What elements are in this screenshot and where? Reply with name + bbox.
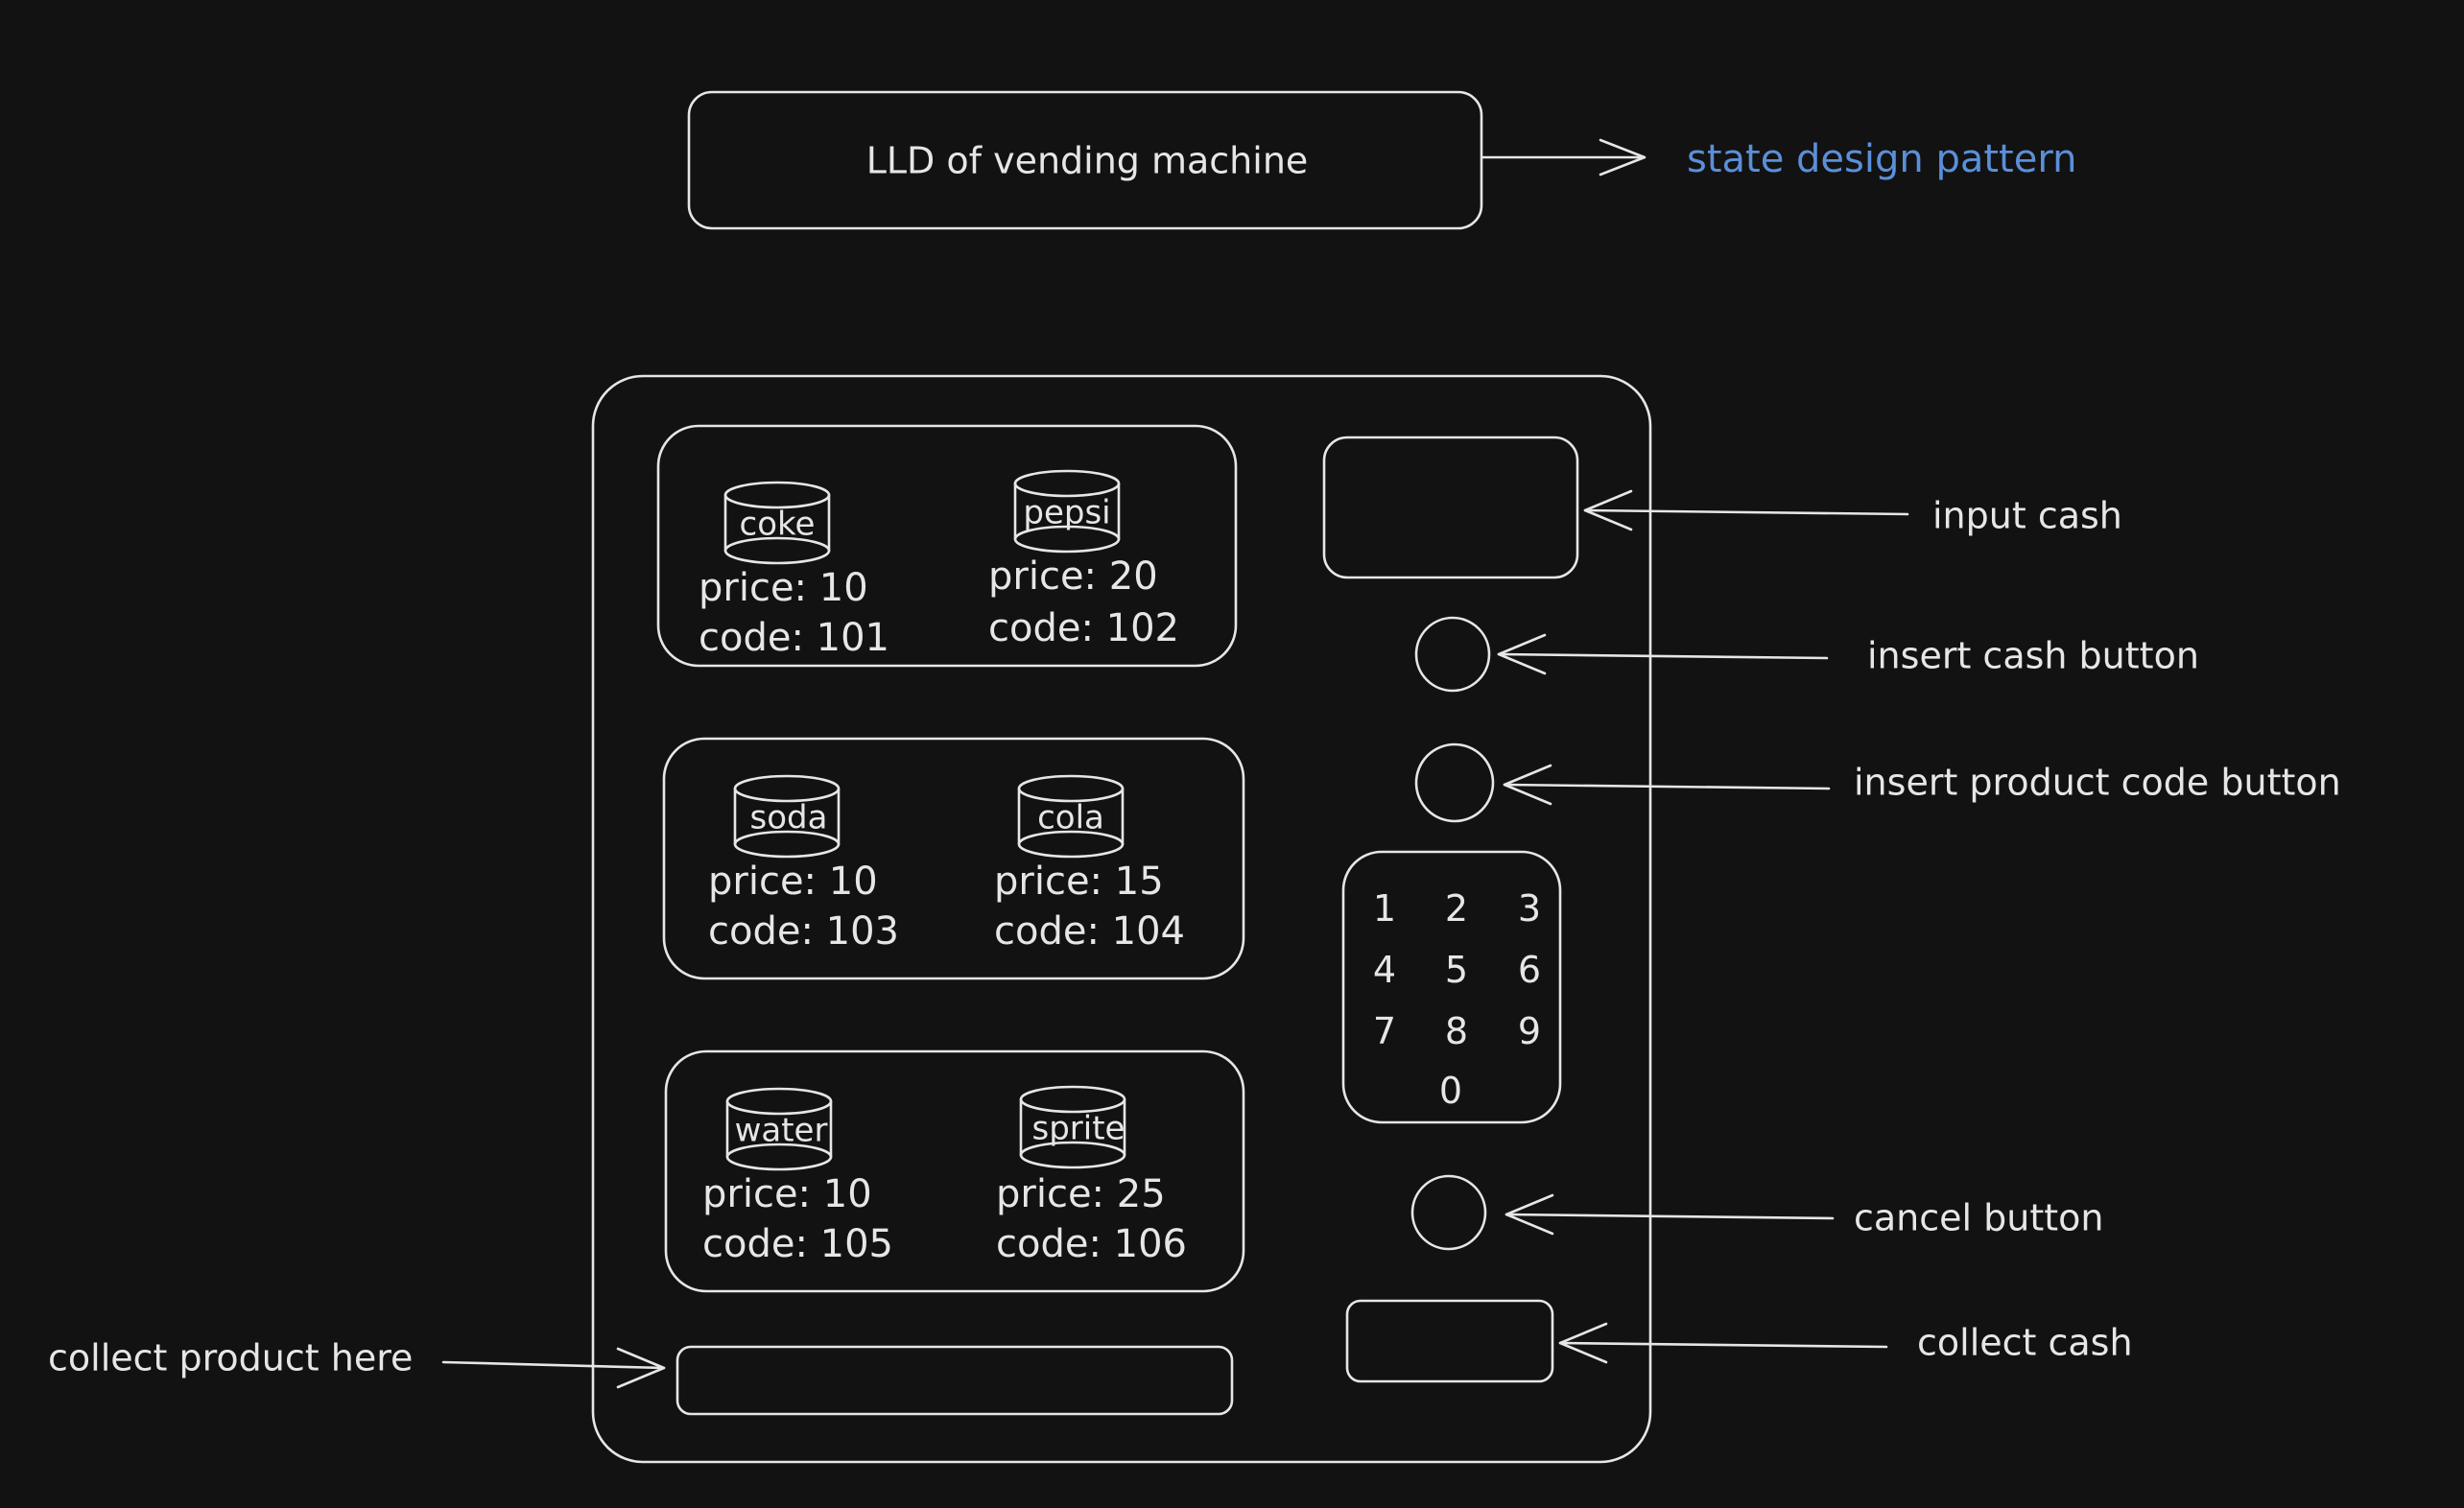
product-code: code: 101 xyxy=(699,616,889,660)
can-icon xyxy=(1013,469,1121,554)
product-code: code: 102 xyxy=(988,606,1179,650)
collect-product-label: collect product here xyxy=(48,1337,413,1379)
product-item-cola[interactable]: cola price: 15 code: 104 xyxy=(994,774,1185,954)
cash-collection-slot[interactable] xyxy=(1345,1299,1554,1383)
product-item-coke[interactable]: coke price: 10 code: 101 xyxy=(699,481,889,660)
keypad xyxy=(1341,850,1562,1124)
insert-product-code-button-label: insert product code button xyxy=(1854,762,2341,804)
product-price: price: 10 xyxy=(708,860,878,904)
product-code: code: 106 xyxy=(996,1222,1187,1266)
product-item-pepsi[interactable]: pepsi price: 20 code: 102 xyxy=(988,469,1179,650)
product-code: code: 105 xyxy=(702,1222,893,1266)
product-price: price: 10 xyxy=(699,566,868,610)
cancel-button-label: cancel button xyxy=(1854,1197,2104,1239)
product-name: coke xyxy=(740,506,816,544)
key-7[interactable]: 7 xyxy=(1373,1010,1396,1052)
key-3[interactable]: 3 xyxy=(1518,887,1541,930)
key-2[interactable]: 2 xyxy=(1445,887,1468,930)
product-price: price: 20 xyxy=(988,554,1158,599)
collect-cash-label: collect cash xyxy=(1917,1322,2133,1364)
product-name: soda xyxy=(750,799,828,837)
key-5[interactable]: 5 xyxy=(1445,949,1468,991)
insert-product-code-button[interactable] xyxy=(1414,742,1495,823)
key-6[interactable]: 6 xyxy=(1518,949,1541,991)
can-icon xyxy=(1017,774,1125,859)
product-price: price: 10 xyxy=(702,1172,872,1216)
key-9[interactable]: 9 xyxy=(1518,1010,1541,1052)
insert-cash-button-label: insert cash button xyxy=(1867,635,2199,677)
can-icon xyxy=(725,1087,833,1171)
product-name: water xyxy=(735,1112,828,1150)
product-name: pepsi xyxy=(1023,494,1110,532)
shelf-2 xyxy=(662,737,1245,980)
shelf-3 xyxy=(664,1049,1245,1293)
shelf-1 xyxy=(656,424,1238,668)
diagram-title: LLD of vending machine xyxy=(866,140,1309,182)
cash-input-slot[interactable] xyxy=(1322,436,1579,579)
key-0[interactable]: 0 xyxy=(1439,1070,1462,1112)
key-1[interactable]: 1 xyxy=(1373,887,1396,930)
can-icon xyxy=(733,774,841,859)
product-collection-slot[interactable] xyxy=(675,1345,1234,1416)
insert-cash-arrow xyxy=(1497,633,1829,675)
can-icon xyxy=(1019,1085,1126,1169)
product-item-water[interactable]: water price: 10 code: 105 xyxy=(702,1087,893,1266)
collect-product-arrow xyxy=(441,1347,666,1389)
key-8[interactable]: 8 xyxy=(1445,1010,1468,1052)
cancel-button-arrow xyxy=(1504,1193,1835,1236)
keypad-keys: 1 2 3 4 5 6 7 8 9 0 xyxy=(1373,887,1541,1112)
pattern-note: state design pattern xyxy=(1687,137,2076,181)
product-code: code: 103 xyxy=(708,909,899,954)
title-box: LLD of vending machine xyxy=(687,90,1483,230)
product-name: cola xyxy=(1037,799,1104,837)
cancel-button[interactable] xyxy=(1410,1174,1487,1251)
input-cash-arrow xyxy=(1583,489,1909,531)
input-cash-label: input cash xyxy=(1932,495,2122,537)
product-item-soda[interactable]: soda price: 10 code: 103 xyxy=(708,774,899,954)
machine-body xyxy=(591,374,1652,1464)
product-price: price: 15 xyxy=(994,860,1164,904)
insert-product-code-arrow xyxy=(1503,764,1831,806)
product-code: code: 104 xyxy=(994,909,1185,954)
insert-cash-button[interactable] xyxy=(1414,616,1491,693)
key-4[interactable]: 4 xyxy=(1373,949,1396,991)
product-name: sprite xyxy=(1032,1110,1125,1148)
product-price: price: 25 xyxy=(996,1172,1166,1216)
collect-cash-arrow xyxy=(1558,1322,1888,1364)
product-item-sprite[interactable]: sprite price: 25 code: 106 xyxy=(996,1085,1187,1266)
pattern-arrow xyxy=(1481,138,1647,177)
can-icon xyxy=(723,481,831,565)
